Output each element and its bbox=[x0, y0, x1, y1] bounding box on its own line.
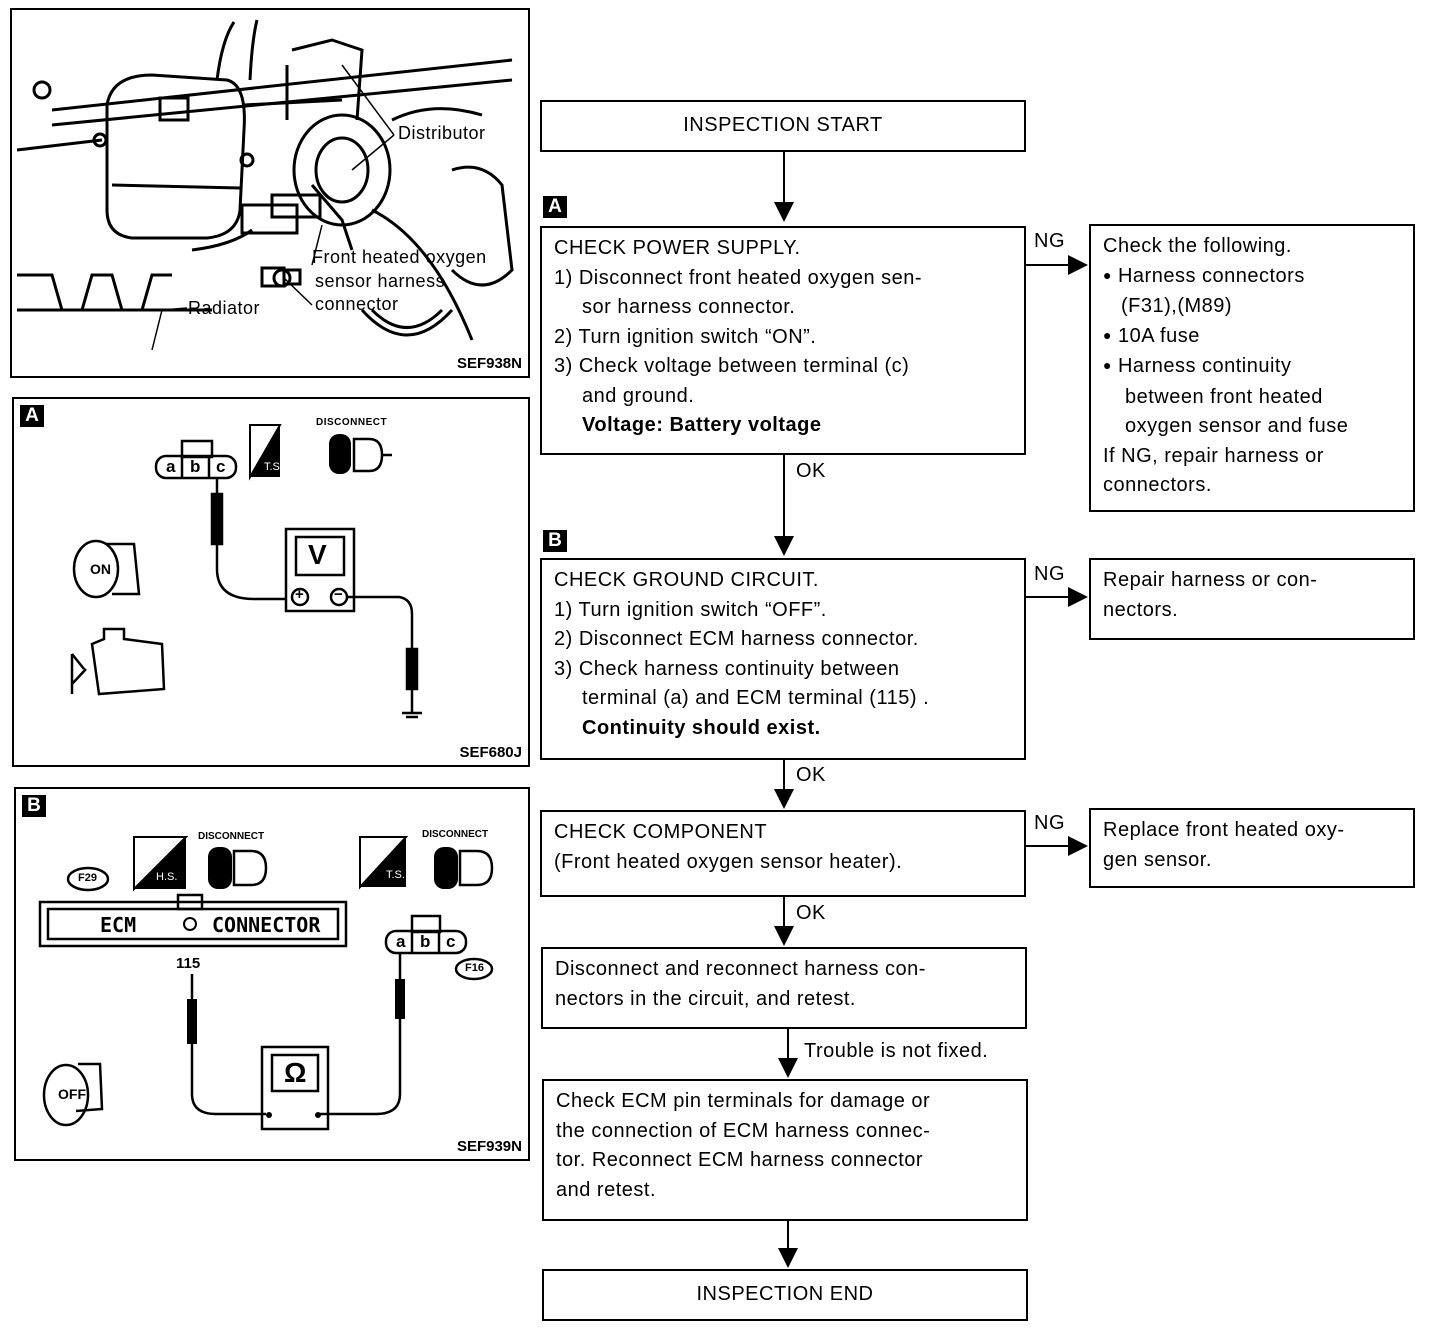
step-c-ng-box: Replace front heated oxy- gen sensor. bbox=[1089, 808, 1415, 888]
step-a-ng-title: Check the following. bbox=[1103, 235, 1292, 257]
hs-label: H.S. bbox=[156, 871, 178, 883]
step-c-line1: CHECK COMPONENT bbox=[554, 821, 768, 843]
inspection-end-box: INSPECTION END bbox=[542, 1269, 1028, 1321]
step-a-ng-bullet1: Harness connectors bbox=[1103, 262, 1401, 293]
location-figure: Distributor Front heated oxygen sensor h… bbox=[10, 8, 530, 378]
step-b-line3b: terminal (a) and ECM terminal (115) . bbox=[582, 687, 930, 709]
connector-pin-b: b bbox=[420, 932, 431, 951]
step-a-title: CHECK POWER SUPPLY. bbox=[554, 237, 801, 259]
step-e-line4: and retest. bbox=[556, 1178, 657, 1201]
step-a-ng-bullet3: Harness continuity bbox=[1103, 352, 1401, 383]
step-c-line2: (Front heated oxygen sensor heater). bbox=[554, 850, 903, 873]
step-e-line1: Check ECM pin terminals for damage or bbox=[556, 1090, 931, 1112]
step-a-ng-bullet3b: between front heated bbox=[1125, 385, 1323, 408]
step-a-line2: 2) Turn ignition switch “ON”. bbox=[554, 325, 817, 348]
ng-label-c: NG bbox=[1034, 812, 1065, 834]
step-a-ng-line4b: connectors. bbox=[1103, 474, 1212, 496]
disconnect-label: DISCONNECT bbox=[316, 417, 388, 428]
step-e-line3: tor. Reconnect ECM harness connector bbox=[556, 1149, 924, 1171]
sensor-label-line2: sensor harness bbox=[315, 271, 446, 291]
disconnect-label: DISCONNECT bbox=[198, 831, 265, 842]
sensor-label-line1: Front heated oxygen bbox=[312, 247, 487, 267]
step-a-ng-bullet2: 10A fuse bbox=[1103, 322, 1401, 353]
step-b-box: CHECK GROUND CIRCUIT. 1) Turn ignition s… bbox=[540, 558, 1026, 760]
step-c-ng-line1b: gen sensor. bbox=[1103, 848, 1212, 871]
connector-pin-a: a bbox=[396, 932, 406, 951]
step-b-ng-line1b: nectors. bbox=[1103, 598, 1179, 621]
figure-b-tag: B bbox=[22, 795, 46, 817]
step-c-ng-line1: Replace front heated oxy- bbox=[1103, 819, 1345, 841]
step-a-line1b: sor harness connector. bbox=[582, 296, 796, 318]
step-a-box: CHECK POWER SUPPLY. 1) Disconnect front … bbox=[540, 226, 1026, 455]
ok-label-b: OK bbox=[796, 764, 826, 786]
figure-code: SEF680J bbox=[459, 744, 522, 761]
terminal-115-label: 115 bbox=[176, 955, 201, 972]
figure-code: SEF939N bbox=[456, 1138, 522, 1155]
step-b-spec: Continuity should exist. bbox=[582, 716, 821, 739]
figure-code: SEF938N bbox=[456, 355, 522, 372]
meter-v-label: V bbox=[308, 539, 327, 570]
step-d-line1b: nectors in the circuit, and retest. bbox=[555, 987, 856, 1010]
radiator-label: Radiator bbox=[188, 298, 261, 318]
connector-pin-c: c bbox=[446, 932, 456, 951]
step-b-ng-line1: Repair harness or con- bbox=[1103, 569, 1318, 591]
disconnect-label-2: DISCONNECT bbox=[422, 829, 489, 840]
key-off-label: OFF bbox=[58, 1086, 86, 1102]
f16-label: F16 bbox=[465, 962, 484, 974]
step-a-tag: A bbox=[543, 196, 567, 218]
step-b-title: CHECK GROUND CIRCUIT. bbox=[554, 569, 819, 591]
figure-a-tag: A bbox=[20, 405, 44, 427]
inspection-start-text: INSPECTION START bbox=[683, 114, 883, 137]
f29-label: F29 bbox=[78, 872, 97, 884]
sensor-label-line3: connector bbox=[315, 294, 399, 314]
voltage-test-illustration bbox=[70, 424, 422, 719]
key-on-label: ON bbox=[90, 561, 111, 577]
step-b-line1: 1) Turn ignition switch “OFF”. bbox=[554, 598, 827, 621]
step-b-tag: B bbox=[543, 530, 567, 552]
step-e-box: Check ECM pin terminals for damage or th… bbox=[542, 1079, 1028, 1221]
meter-minus: − bbox=[334, 586, 343, 603]
step-d-line1: Disconnect and reconnect harness con- bbox=[555, 958, 926, 980]
ng-label-b: NG bbox=[1034, 563, 1065, 585]
step-e-line2: the connection of ECM harness connec- bbox=[556, 1119, 931, 1142]
step-b-line3: 3) Check harness continuity between bbox=[554, 657, 900, 680]
meter-ohm-label: Ω bbox=[284, 1057, 307, 1088]
ts-label: T.S. bbox=[264, 461, 283, 473]
step-a-ng-box: Check the following. Harness connectors … bbox=[1089, 224, 1415, 512]
ng-label-a: NG bbox=[1034, 230, 1065, 252]
continuity-test-illustration bbox=[38, 836, 494, 1131]
step-d-box: Disconnect and reconnect harness con- ne… bbox=[541, 947, 1027, 1029]
connector-pin-a: a bbox=[166, 457, 176, 476]
step-a-line3: 3) Check voltage between terminal (c) bbox=[554, 355, 910, 377]
ok-label-a: OK bbox=[796, 460, 826, 482]
step-a-ng-bullet1b: (F31),(M89) bbox=[1121, 295, 1233, 317]
distributor-label: Distributor bbox=[398, 123, 486, 143]
inspection-end-text: INSPECTION END bbox=[696, 1283, 874, 1306]
meter-plus: + bbox=[295, 586, 304, 603]
step-a-ng-line4: If NG, repair harness or bbox=[1103, 444, 1324, 467]
connector-pin-c: c bbox=[216, 457, 226, 476]
step-a-spec: Voltage: Battery voltage bbox=[582, 414, 822, 436]
step-a-line3b: and ground. bbox=[582, 384, 695, 407]
ok-label-c: OK bbox=[796, 902, 826, 924]
step-b-line2: 2) Disconnect ECM harness connector. bbox=[554, 628, 919, 650]
ecm-label: ECM bbox=[100, 913, 137, 937]
figure-a: A bbox=[12, 397, 530, 767]
connector-label: CONNECTOR bbox=[212, 913, 321, 937]
step-a-ng-bullet3c: oxygen sensor and fuse bbox=[1125, 415, 1349, 437]
inspection-start-box: INSPECTION START bbox=[540, 100, 1026, 152]
step-a-line1: 1) Disconnect front heated oxygen sen- bbox=[554, 266, 923, 289]
step-b-ng-box: Repair harness or con- nectors. bbox=[1089, 558, 1415, 640]
trouble-label: Trouble is not fixed. bbox=[804, 1040, 989, 1062]
step-c-box: CHECK COMPONENT (Front heated oxygen sen… bbox=[540, 810, 1026, 897]
engine-bay-illustration bbox=[16, 19, 514, 351]
ts-label: T.S. bbox=[386, 869, 405, 881]
connector-pin-b: b bbox=[190, 457, 201, 476]
figure-b: B bbox=[14, 787, 530, 1161]
